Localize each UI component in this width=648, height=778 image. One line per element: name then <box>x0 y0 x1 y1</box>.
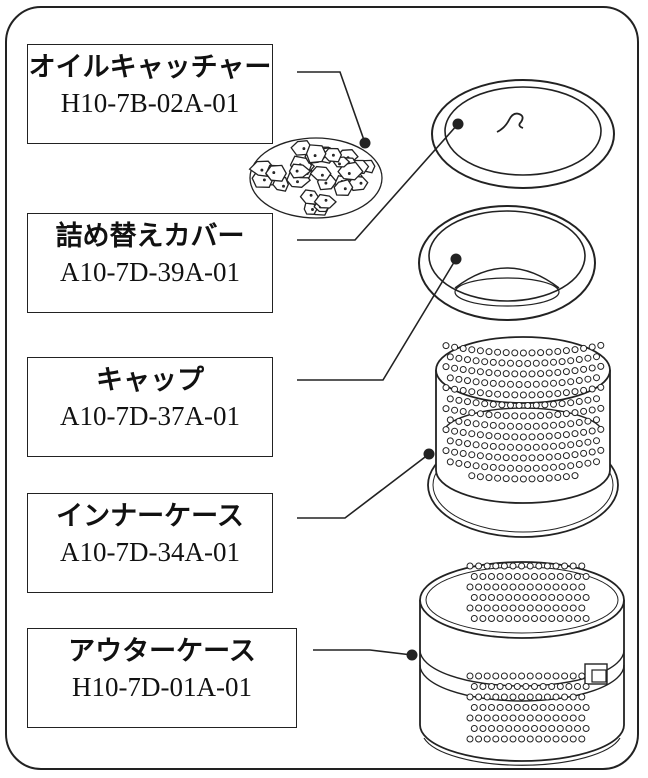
leader-outer-case <box>313 649 413 656</box>
outer-case-icon <box>419 561 625 766</box>
leader-dots <box>359 118 464 661</box>
leader-refill-cover <box>297 123 459 241</box>
label-oil-catcher: オイルキャッチャー H10-7B-02A-01 <box>27 44 273 144</box>
diagram-frame <box>5 6 639 770</box>
part-code: H10-7B-02A-01 <box>60 88 240 118</box>
label-refill-cover: 詰め替えカバー A10-7D-39A-01 <box>27 213 273 313</box>
leader-lines <box>297 71 459 656</box>
part-code: A10-7D-39A-01 <box>60 257 240 287</box>
leader-cap <box>297 258 457 381</box>
part-name: アウターケース <box>68 636 256 667</box>
label-cap: キャップ A10-7D-37A-01 <box>27 357 273 457</box>
oil-catcher-icon <box>248 137 383 219</box>
part-name: オイルキャッチャー <box>28 52 272 83</box>
label-outer-case: アウターケース H10-7D-01A-01 <box>27 628 297 728</box>
leader-inner-case <box>297 453 430 519</box>
leader-oil-catcher <box>297 71 366 144</box>
part-code: A10-7D-37A-01 <box>60 401 240 431</box>
inner-case-icon <box>427 336 619 538</box>
refill-cover-icon <box>431 79 615 189</box>
cap-icon <box>418 205 596 321</box>
part-code: A10-7D-34A-01 <box>60 537 240 567</box>
part-name: インナーケース <box>56 501 244 532</box>
part-name: キャップ <box>96 365 204 396</box>
label-inner-case: インナーケース A10-7D-34A-01 <box>27 493 273 593</box>
part-code: H10-7D-01A-01 <box>72 672 252 702</box>
part-name: 詰め替えカバー <box>55 221 245 252</box>
